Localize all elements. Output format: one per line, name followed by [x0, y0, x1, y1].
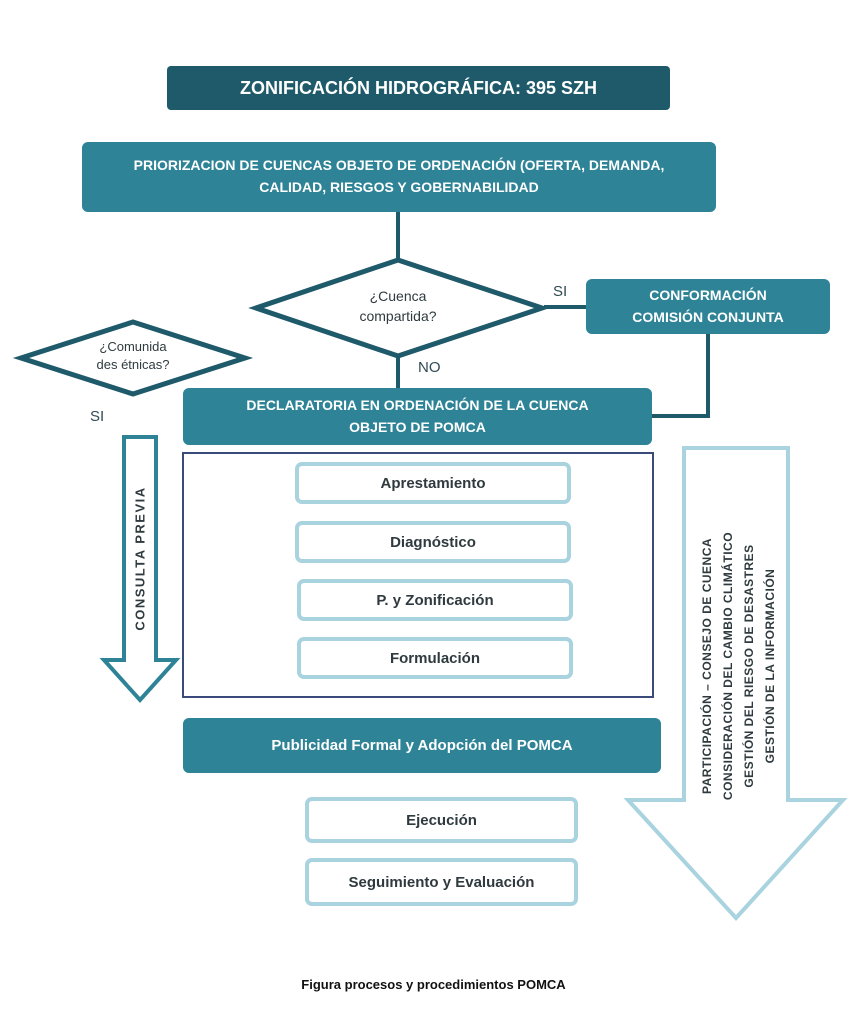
conformacion-box: CONFORMACIÓN COMISIÓN CONJUNTA [586, 279, 830, 334]
transversal-line-3: GESTIÓN DEL RIESGO DE DESASTRES [742, 544, 756, 788]
decision-comunidades-text: ¿Comunida des étnicas? [96, 339, 170, 373]
decision-cuenca-text: ¿Cuenca compartida? [359, 288, 437, 324]
seguimiento-box: Seguimiento y Evaluación [305, 858, 578, 906]
conformacion-text: CONFORMACIÓN COMISIÓN CONJUNTA [632, 286, 784, 325]
publicidad-box: Publicidad Formal y Adopción del POMCA [183, 718, 661, 773]
declaratoria-box: DECLARATORIA EN ORDENACIÓN DE LA CUENCA … [183, 388, 652, 445]
transversal-line-2: CONSIDERACIÓN DEL CAMBIO CLIMÁTICO [721, 531, 735, 801]
phases-frame [182, 452, 654, 698]
ejecucion-box: Ejecución [305, 797, 578, 843]
decision-comunidades-diamond [12, 319, 254, 397]
declaratoria-text: DECLARATORIA EN ORDENACIÓN DE LA CUENCA … [246, 396, 589, 435]
title-box: ZONIFICACIÓN HIDROGRÁFICA: 395 SZH [167, 66, 670, 110]
transversal-line-4: GESTIÓN DE LA INFORMACIÓN [763, 568, 777, 764]
phase-diagnostico: Diagnóstico [295, 521, 571, 563]
phase-label: Diagnóstico [390, 533, 476, 551]
phase-label: Aprestamiento [380, 474, 486, 492]
transversal-line-1: PARTICIPACIÓN – CONSEJO DE CUENCA [700, 537, 714, 795]
phase-formulacion: Formulación [297, 637, 573, 679]
figure-caption: Figura procesos y procedimientos POMCA [301, 977, 566, 992]
ejecucion-text: Ejecución [406, 811, 477, 829]
transversal-arrow [623, 446, 848, 921]
label-no: NO [418, 359, 441, 376]
consulta-previa-arrow [99, 435, 181, 703]
phase-zonificacion: P. y Zonificación [297, 579, 573, 621]
consulta-previa-text: CONSULTA PREVIA [132, 486, 148, 631]
connector-conformacion-declaratoria [651, 334, 710, 418]
decision-cuenca-diamond [248, 257, 550, 359]
label-si-left: SI [90, 408, 105, 425]
priorizacion-text: PRIORIZACION DE CUENCAS OBJETO DE ORDENA… [133, 157, 665, 195]
phase-label: P. y Zonificación [376, 591, 494, 609]
label-si-right: SI [553, 283, 568, 300]
publicidad-text: Publicidad Formal y Adopción del POMCA [271, 737, 573, 754]
title-text: ZONIFICACIÓN HIDROGRÁFICA: 395 SZH [239, 77, 597, 98]
seguimiento-text: Seguimiento y Evaluación [348, 873, 535, 891]
phase-label: Formulación [389, 649, 480, 667]
phase-aprestamiento: Aprestamiento [295, 462, 571, 504]
priorizacion-box: PRIORIZACION DE CUENCAS OBJETO DE ORDENA… [82, 142, 716, 212]
